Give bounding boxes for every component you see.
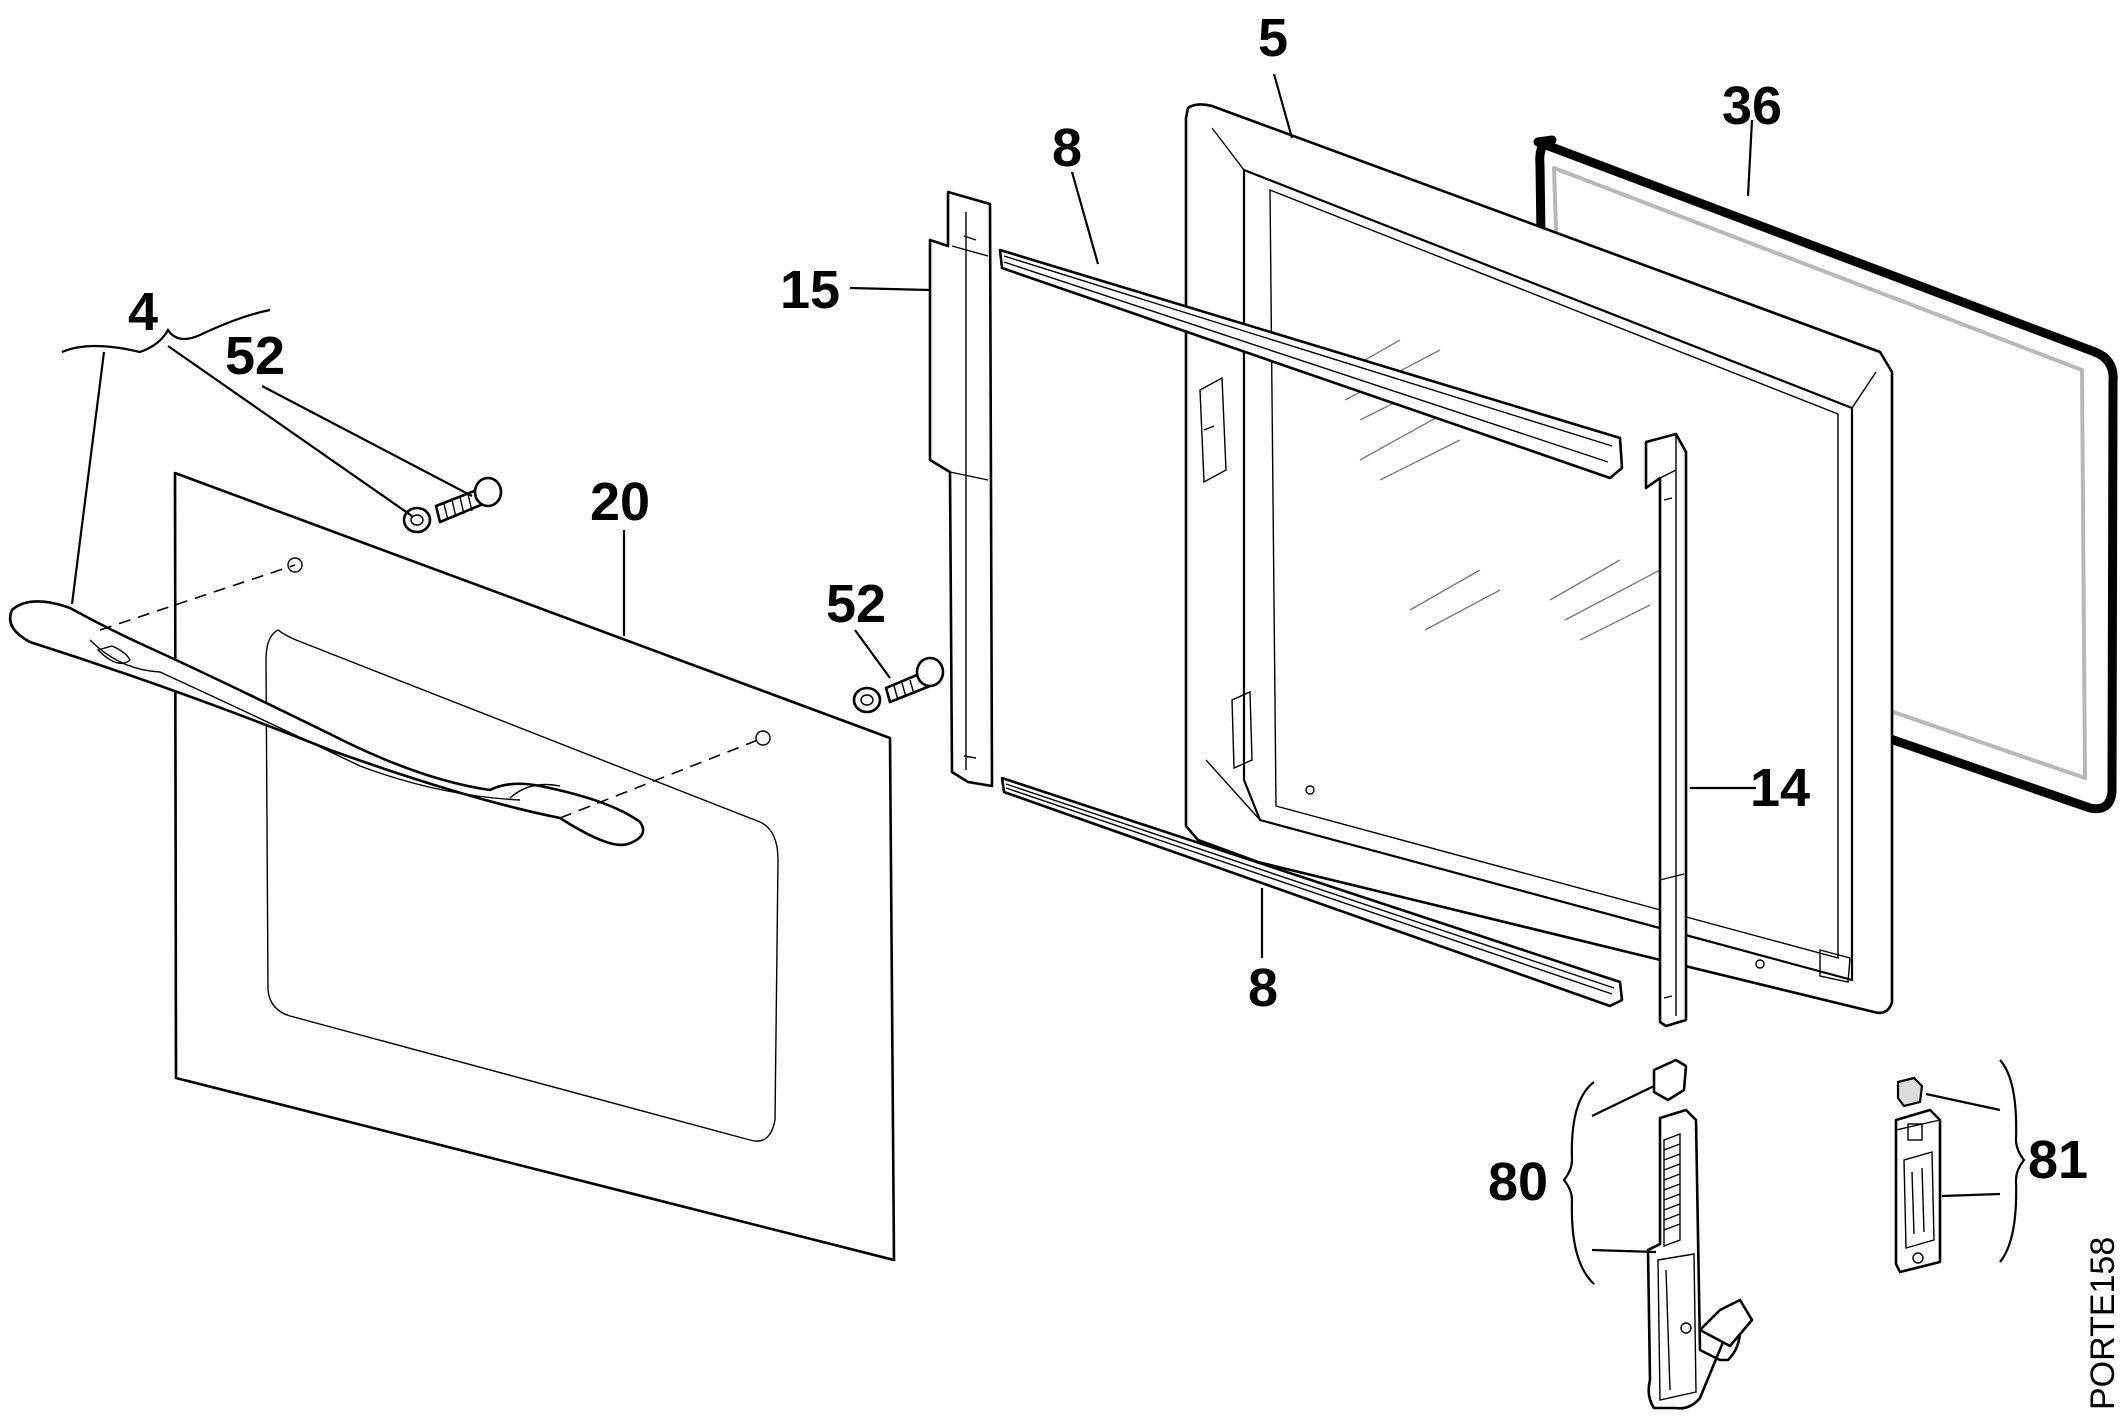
callout-15: 15 [780, 260, 840, 320]
part-80-hinge [1646, 1058, 1754, 1410]
callout-81: 81 [2028, 1130, 2088, 1190]
callout-5: 5 [1258, 8, 1288, 68]
part-81-hinge-receiver [1894, 1076, 1942, 1274]
assembly-line-lower [559, 737, 764, 819]
callout-8-bottom: 8 [1248, 958, 1278, 1018]
part-20-outer-door [173, 471, 896, 1262]
callout-14: 14 [1750, 758, 1810, 818]
part-15-left-channel [928, 190, 994, 788]
part-8-top-rail [998, 248, 1624, 480]
callout-8-top: 8 [1052, 118, 1082, 178]
callout-36: 36 [1722, 76, 1782, 136]
assembly-line-upper [99, 564, 296, 631]
part-52-screw-upper [402, 476, 503, 534]
part-8-bottom-rail [1000, 776, 1624, 1008]
callout-labels: 4 52 20 52 15 8 5 36 14 8 80 81 PORTE158 [128, 8, 2122, 1410]
callout-52-upper: 52 [225, 326, 285, 386]
part-4-handle [8, 600, 645, 847]
callout-52-lower: 52 [826, 574, 886, 634]
callout-4: 4 [128, 282, 158, 342]
callout-20: 20 [590, 472, 650, 532]
callout-80: 80 [1488, 1152, 1548, 1212]
part-14-right-channel [1644, 432, 1688, 1028]
leader-lines [61, 73, 2026, 1285]
drawing-code: PORTE158 [2084, 1237, 2122, 1410]
part-52-screw-lower [852, 656, 945, 714]
